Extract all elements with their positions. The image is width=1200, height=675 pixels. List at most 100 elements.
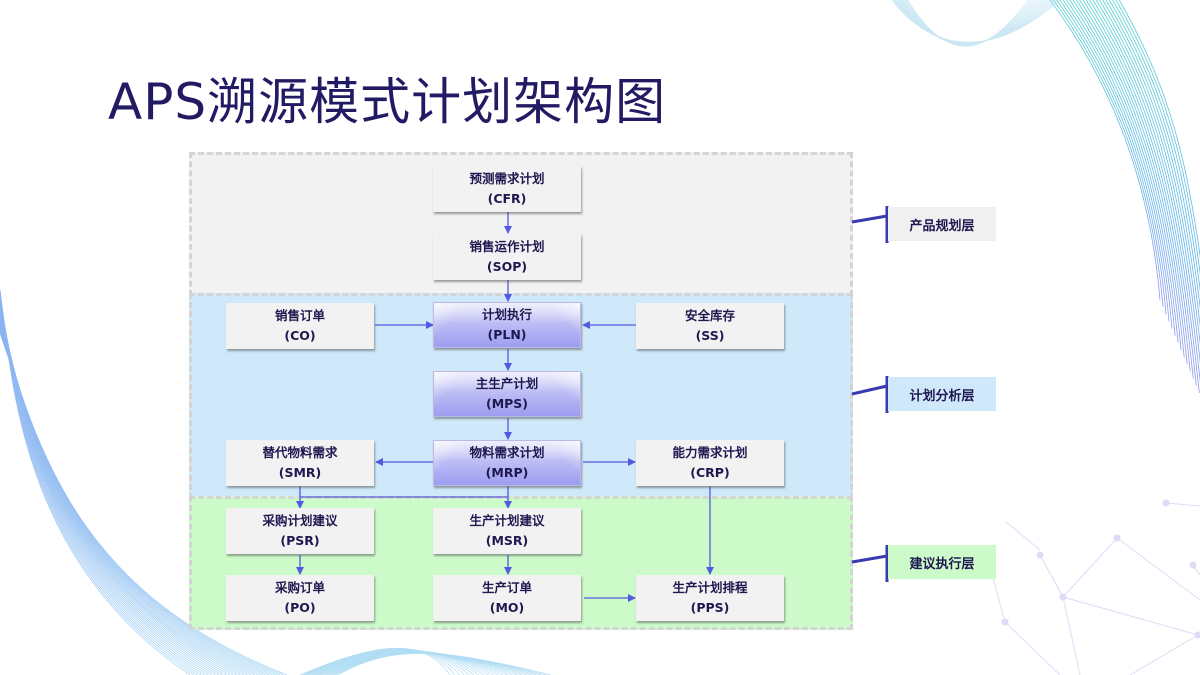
bracket-analysis-layer: [851, 376, 889, 413]
wave-line: [1069, 0, 1179, 343]
wave-line: [1102, 0, 1200, 345]
node-name: 采购计划建议: [262, 513, 338, 528]
wave-line: [1066, 0, 1176, 336]
wave-line: [906, 0, 1031, 47]
wave-line: [319, 650, 503, 675]
wave-line: [1079, 0, 1188, 365]
node-psr[interactable]: 采购计划建议 (PSR): [226, 508, 374, 554]
wave-line: [0, 293, 198, 675]
wave-line: [904, 0, 1036, 46]
wave-line: [332, 652, 537, 675]
wave-line: [307, 649, 470, 675]
wave-line: [0, 294, 202, 675]
wave-line: [1085, 0, 1194, 379]
wave-line: [1089, 0, 1197, 386]
node-code: (SMR): [278, 465, 322, 480]
node-code: (PLN): [487, 327, 527, 342]
wave-lines-top-faint: [891, 0, 1061, 47]
layer-label-product: 产品规划层: [888, 207, 996, 241]
node-smr[interactable]: 替代物料需求 (SMR): [226, 440, 374, 486]
wave-line: [312, 649, 484, 675]
wave-line: [1072, 0, 1182, 351]
wave-line: [1118, 0, 1200, 259]
wave-line: [898, 0, 1048, 44]
node-name: 生产计划排程: [672, 580, 748, 595]
wave-line: [328, 652, 527, 675]
node-code: (SOP): [486, 259, 528, 274]
wave-line: [321, 651, 508, 675]
wave-line: [308, 649, 475, 675]
wave-line: [330, 652, 532, 675]
wave-line: [301, 648, 456, 675]
node-code: (CRP): [690, 465, 730, 480]
node-co[interactable]: 销售订单 (CO): [226, 303, 374, 349]
wave-line: [1049, 0, 1161, 301]
wave-line: [0, 289, 191, 675]
node-code: (MO): [489, 600, 525, 615]
node-code: (MRP): [485, 465, 529, 480]
bracket-product-layer: [851, 206, 889, 243]
wave-lines-bottom-center: [299, 647, 551, 675]
wave-line: [902, 0, 1040, 46]
node-ss[interactable]: 安全库存 (SS): [636, 303, 784, 349]
wave-line: [325, 651, 518, 675]
node-name: 采购订单: [274, 580, 325, 595]
wave-line: [891, 0, 1061, 43]
wave-line: [303, 648, 460, 675]
wave-line: [326, 651, 523, 675]
wave-line: [894, 0, 1054, 44]
wave-line: [895, 0, 1052, 44]
node-name: 能力需求计划: [672, 445, 748, 460]
node-code: (CFR): [487, 191, 527, 206]
node-mo[interactable]: 生产订单 (MO): [433, 575, 581, 621]
node-name: 主生产计划: [475, 376, 539, 391]
wave-line: [1109, 0, 1200, 310]
wave-line: [1082, 0, 1191, 372]
wave-line: [892, 0, 1059, 43]
node-msr[interactable]: 生产计划建议 (MSR): [433, 508, 581, 554]
wave-line: [1052, 0, 1164, 308]
node-code: (SS): [695, 328, 725, 343]
node-mps[interactable]: 主生产计划 (MPS): [433, 371, 581, 417]
node-name: 替代物料需求: [262, 445, 338, 460]
node-po[interactable]: 采购订单 (PO): [226, 575, 374, 621]
wave-line: [0, 291, 194, 675]
node-name: 生产计划建议: [469, 513, 545, 528]
wave-line: [901, 0, 1042, 45]
wave-line: [905, 0, 1033, 46]
node-code: (PO): [284, 600, 316, 615]
node-crp[interactable]: 能力需求计划 (CRP): [636, 440, 784, 486]
node-name: 物料需求计划: [469, 445, 545, 460]
node-code: (PSR): [280, 533, 320, 548]
wave-line: [0, 299, 212, 675]
wave-line: [1099, 0, 1200, 364]
wave-line: [0, 297, 209, 675]
page-title: APS溯源模式计划架构图: [108, 73, 667, 131]
wave-line: [317, 650, 499, 675]
node-name: 销售订单: [274, 308, 325, 323]
wave-line: [310, 649, 480, 675]
wave-line: [316, 650, 494, 675]
wave-line: [899, 0, 1046, 45]
wave-line: [1112, 0, 1200, 293]
node-mrp[interactable]: 物料需求计划 (MRP): [433, 440, 581, 486]
node-name: 生产订单: [481, 580, 532, 595]
node-pln[interactable]: 计划执行 (PLN): [433, 302, 581, 348]
layer-label-analysis: 计划分析层: [888, 377, 996, 411]
wave-lines-top-right: [1049, 0, 1200, 393]
wave-line: [896, 0, 1050, 44]
wave-line: [1105, 0, 1200, 327]
node-sop[interactable]: 销售运作计划 (SOP): [433, 234, 581, 280]
node-pps[interactable]: 生产计划排程 (PPS): [636, 575, 784, 621]
wave-line: [1092, 0, 1200, 393]
wave-line: [1059, 0, 1170, 322]
node-code: (MPS): [485, 396, 529, 411]
layer-label-execution: 建议执行层: [888, 545, 996, 579]
wave-line: [0, 302, 220, 675]
node-name: 安全库存: [684, 308, 735, 323]
node-cfr[interactable]: 预测需求计划 (CFR): [433, 166, 581, 212]
network-graph-decoration: [992, 499, 1200, 675]
wave-line: [305, 648, 465, 675]
node-name: 预测需求计划: [469, 171, 545, 186]
wave-line: [299, 647, 451, 675]
